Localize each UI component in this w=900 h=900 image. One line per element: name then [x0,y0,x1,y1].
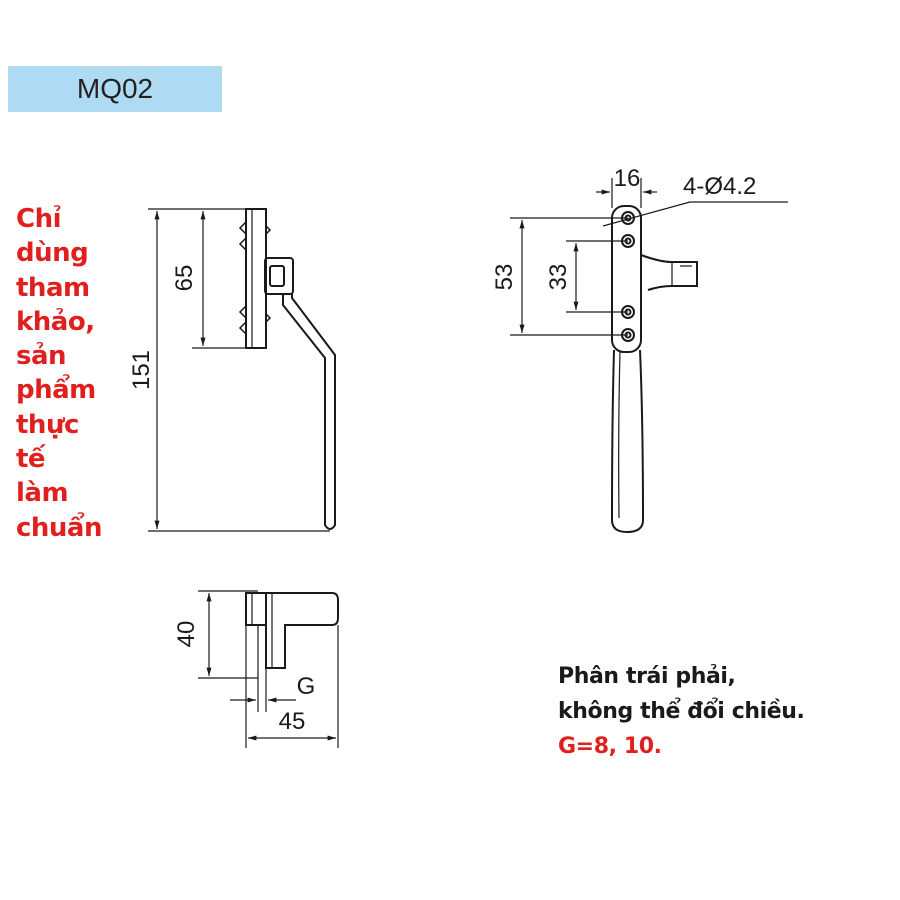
dim-gap: G [297,673,316,700]
model-code: MQ02 [76,73,154,104]
reference-note-line: tế [16,444,46,475]
gap-size-note: G=8, 10. [558,734,662,759]
reference-note: Chỉ dùng tham khảo, sản phẩm thực tế làm… [16,202,126,545]
side-view [148,208,336,532]
usage-notes: Phân trái phải, không thể đổi chiều. G=8… [558,659,805,764]
reference-note-line: sản [16,341,67,372]
reference-note-line: Chỉ [16,204,62,234]
dim-outer-spacing: 53 [491,264,518,291]
reference-note-line: phẩm [16,375,96,406]
reference-note-line: thực [16,409,79,440]
dim-bottom-width: 45 [279,708,306,735]
model-tag: MQ02 [8,66,222,112]
usage-note-line-1: Phân trái phải, [558,664,736,689]
reference-note-line: làm [16,478,69,509]
reference-note-line: tham [16,272,90,303]
front-view [510,178,788,534]
reference-note-line: khảo, [16,306,95,337]
dim-front-width: 16 [614,165,641,192]
bottom-view [198,590,339,748]
dim-bottom-depth: 40 [173,621,200,648]
reference-note-line: chuẩn [16,512,103,543]
dim-total-height: 151 [128,350,155,390]
dim-inner-spacing: 33 [545,264,572,291]
dim-hole-spec: 4-Ø4.2 [683,173,756,200]
usage-note-line-2: không thể đổi chiều. [558,699,805,724]
dim-base-height: 65 [171,265,198,292]
reference-note-line: dùng [16,238,89,269]
